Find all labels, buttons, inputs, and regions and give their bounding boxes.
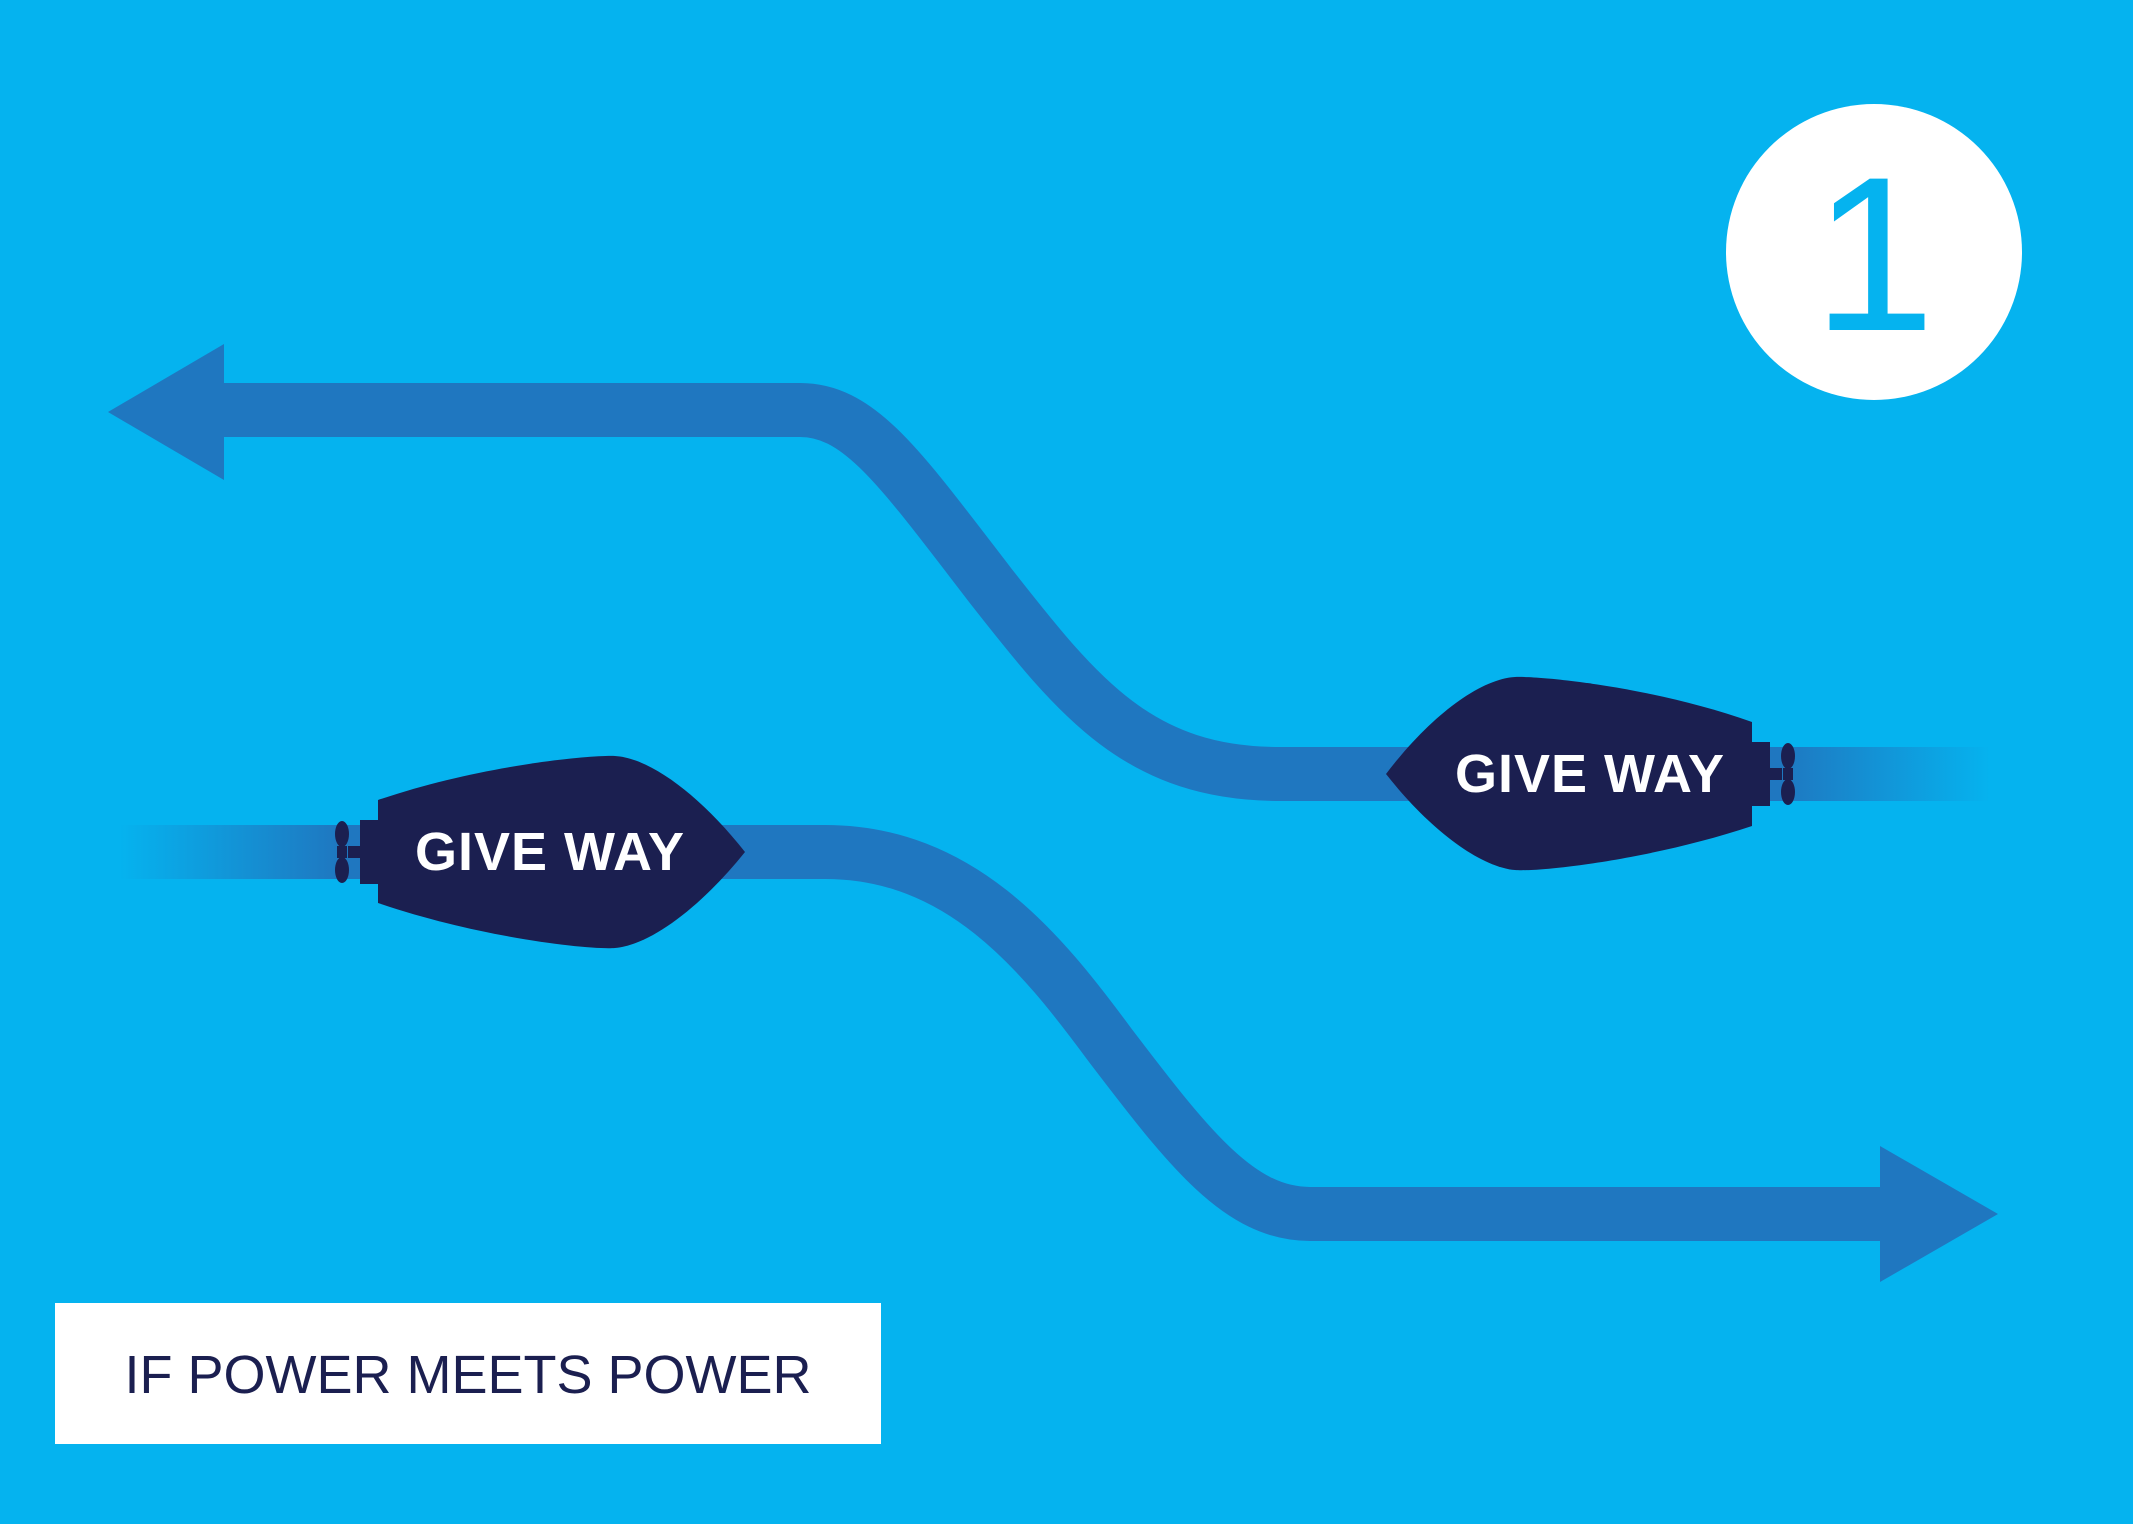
lower-course <box>120 825 1998 1282</box>
boat-right-shaft <box>1768 768 1782 780</box>
arrow-left-icon <box>108 344 224 480</box>
boat-left-label: GIVE WAY <box>415 822 685 882</box>
boat-right-label: GIVE WAY <box>1455 744 1725 804</box>
boat-right-transom <box>1750 742 1770 806</box>
boat-left-hull <box>378 755 745 949</box>
upper-course <box>108 344 1990 801</box>
caption-background <box>55 1303 881 1444</box>
upper-course-line <box>220 383 1775 801</box>
boat-right-hull <box>1386 676 1752 871</box>
step-number: 1 <box>1813 131 1935 377</box>
boat-left-shaft <box>348 846 362 858</box>
number-circle-icon <box>1726 104 2022 400</box>
boat-right: GIVE WAY <box>1386 676 1795 871</box>
caption-box: IF POWER MEETS POWER <box>55 1303 881 1444</box>
arrow-right-icon <box>1880 1146 1998 1282</box>
caption-text: IF POWER MEETS POWER <box>124 1345 811 1405</box>
boat-left: GIVE WAY <box>335 755 745 949</box>
propeller-icon <box>1781 743 1795 805</box>
step-badge: 1 <box>1726 104 2022 400</box>
propeller-icon <box>335 821 349 883</box>
lower-course-line <box>340 825 1885 1241</box>
boat-left-transom <box>360 820 380 884</box>
